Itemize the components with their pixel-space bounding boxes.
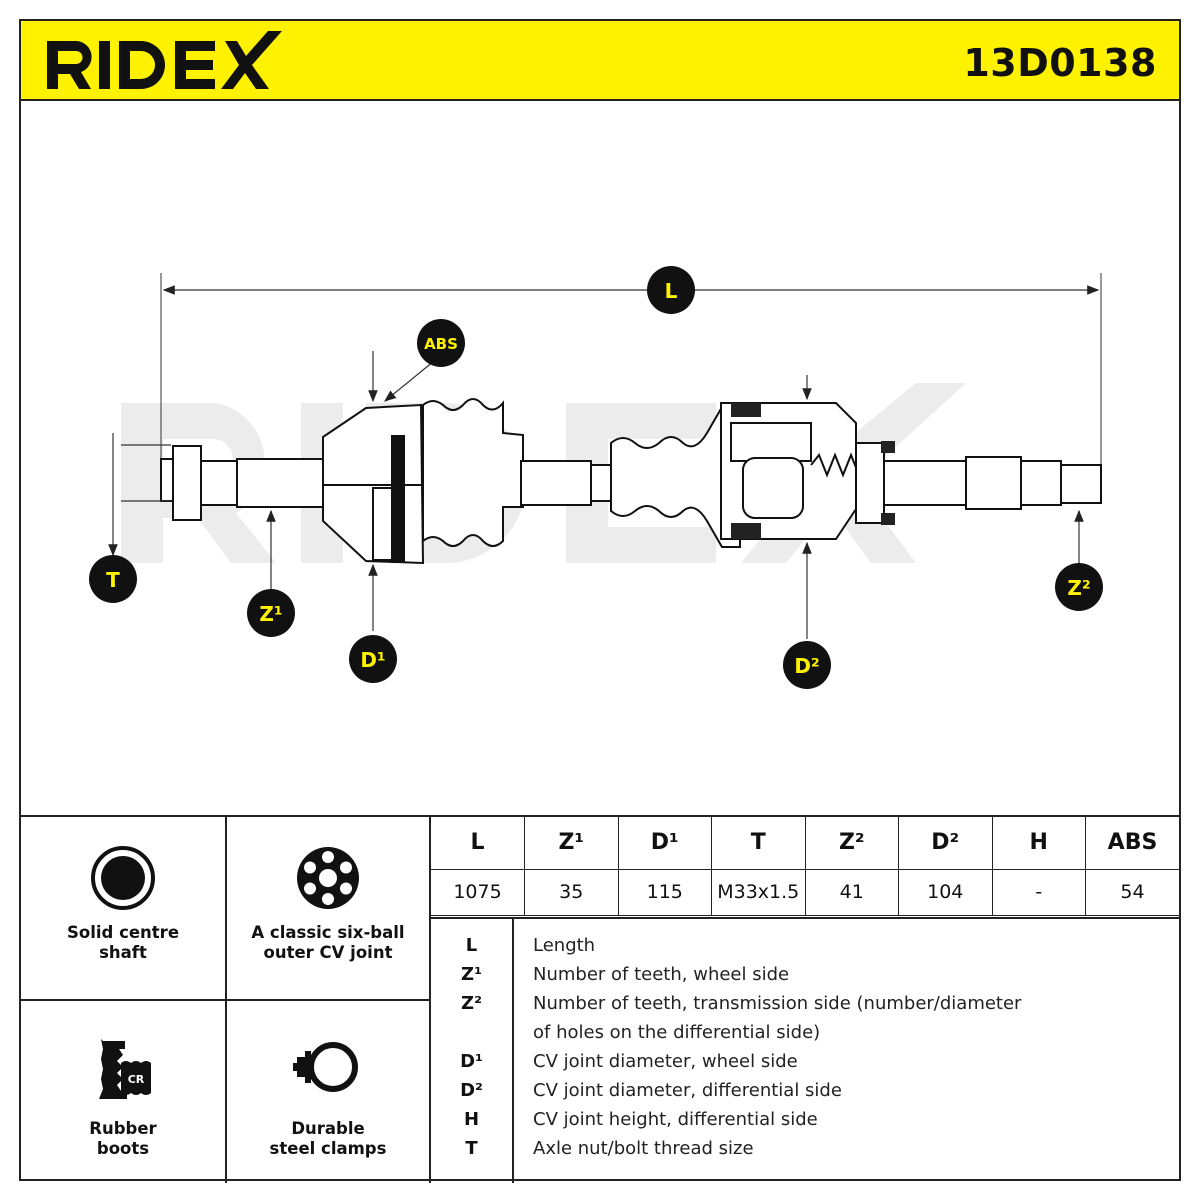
legend-key: L	[465, 935, 478, 956]
legend-key: H	[463, 1109, 480, 1130]
legend-desc: CV joint height, differential side	[533, 1109, 818, 1130]
product-code: 13D0138	[963, 41, 1157, 85]
spec-section: Solid centre shaft A classic six-ball ou…	[21, 815, 1179, 1183]
legend-desc: Number of teeth, transmission side (numb…	[533, 993, 1022, 1043]
specs-header-H: H	[991, 817, 1086, 870]
feature-solid-shaft: Solid centre shaft	[21, 817, 227, 1001]
specs-value-ABS: 54	[1085, 868, 1179, 916]
feature-steel-clamps: Durable steel clamps	[227, 1001, 431, 1183]
steel-clamp-icon	[293, 1042, 358, 1092]
specs-header-T: T	[711, 817, 806, 870]
feature-label-solid-shaft: Solid centre shaft	[66, 923, 180, 962]
abs-ring	[391, 435, 405, 563]
label-Z2-text: Z²	[1067, 576, 1090, 600]
specs-header-row: L Z¹ D¹ T Z² D² H ABS	[431, 817, 1179, 870]
legend-key: D²	[460, 1080, 483, 1101]
rubber-boot-icon: CR	[99, 1039, 151, 1099]
label-Z1: Z¹	[247, 589, 295, 637]
label-D2-text: D²	[794, 654, 819, 678]
legend-divider	[512, 919, 514, 1183]
label-ABS: ABS	[417, 319, 465, 367]
legend-key: T	[465, 1138, 478, 1159]
specs-value-row: 1075 35 115 M33x1.5 41 104 - 54	[431, 868, 1179, 916]
feature-six-ball-joint: A classic six-ball outer CV joint	[227, 817, 431, 1001]
drive-shaft-drawing: L ABS T Z¹ D¹ D²	[89, 266, 1103, 689]
specs-value-D1: 115	[617, 868, 712, 916]
legend-key: D¹	[460, 1051, 483, 1072]
feature-rubber-boots: CR Rubber boots	[21, 1001, 227, 1183]
specs-value-T: M33x1.5	[711, 868, 806, 916]
specs-value-L: 1075	[431, 868, 525, 916]
cr-badge-text: CR	[128, 1073, 145, 1086]
legend-desc: CV joint diameter, differential side	[533, 1080, 842, 1101]
header-bar: 13D0138	[21, 21, 1179, 101]
solid-shaft-icon	[91, 846, 155, 910]
legend-key: Z²	[461, 993, 482, 1014]
legend-desc: Number of teeth, wheel side	[533, 964, 790, 985]
label-D2: D²	[783, 641, 831, 689]
drive-shaft-diagram: L ABS T Z¹ D¹ D²	[21, 103, 1179, 815]
legend-desc: Axle nut/bolt thread size	[533, 1138, 754, 1159]
label-T-text: T	[106, 568, 120, 592]
label-L: L	[647, 266, 695, 314]
legend: L Length Z¹ Number of teeth, wheel side …	[431, 917, 1179, 1183]
label-D1: D¹	[349, 635, 397, 683]
specs-header-Z1: Z¹	[524, 817, 619, 870]
label-Z1-text: Z¹	[259, 602, 282, 626]
specs-header-D1: D¹	[617, 817, 712, 870]
label-ABS-text: ABS	[424, 335, 458, 353]
specs-value-Z2: 41	[804, 868, 899, 916]
specs-header-D2: D²	[898, 817, 993, 870]
specs-value-Z1: 35	[524, 868, 619, 916]
legend-desc: CV joint diameter, wheel side	[533, 1051, 798, 1072]
ridex-logo	[47, 31, 282, 89]
six-ball-joint-icon	[297, 847, 359, 909]
specs-table: L Z¹ D¹ T Z² D² H ABS 1075 35 115 M33x1.…	[431, 817, 1179, 916]
label-L-text: L	[665, 279, 678, 303]
feature-label-rubber-boots: Rubber boots	[89, 1119, 157, 1158]
legend-key: Z¹	[461, 964, 482, 985]
feature-label-six-ball-joint: A classic six-ball outer CV joint	[251, 923, 405, 962]
product-sheet: 13D0138	[19, 19, 1181, 1183]
specs-header-Z2: Z²	[804, 817, 899, 870]
specs-header-ABS: ABS	[1085, 817, 1179, 870]
legend-desc: Length	[533, 935, 596, 956]
specs-value-D2: 104	[898, 868, 993, 916]
feature-label-steel-clamps: Durable steel clamps	[269, 1119, 387, 1158]
label-D1-text: D¹	[360, 648, 385, 672]
label-Z2: Z²	[1055, 563, 1103, 611]
specs-header-L: L	[431, 817, 525, 870]
label-T: T	[89, 555, 137, 603]
specs-value-H: -	[991, 868, 1086, 916]
